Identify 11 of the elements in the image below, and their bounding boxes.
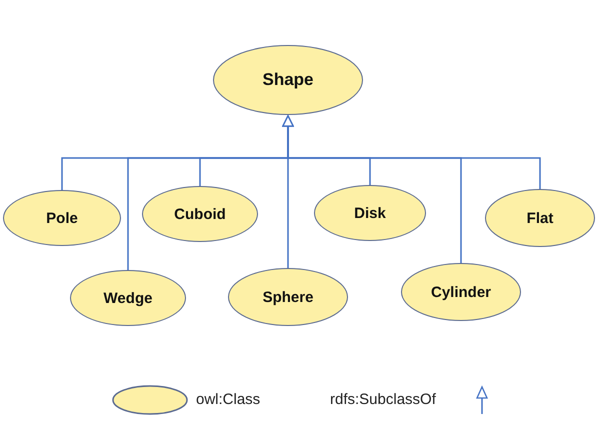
arrow xyxy=(282,115,541,189)
legend-label: owl:Class xyxy=(196,391,260,408)
class-name: Pole xyxy=(46,210,78,226)
class-name: Cuboid xyxy=(174,206,226,222)
legend-label: rdfs:SubclassOf xyxy=(330,391,436,408)
class-name: Shape xyxy=(262,70,314,90)
class-name: Flat xyxy=(526,210,554,226)
class-name: Wedge xyxy=(104,290,152,306)
class-name: Disk xyxy=(354,204,386,222)
class-name: Cylinder xyxy=(430,284,491,300)
class-name: Sphere xyxy=(262,288,314,306)
